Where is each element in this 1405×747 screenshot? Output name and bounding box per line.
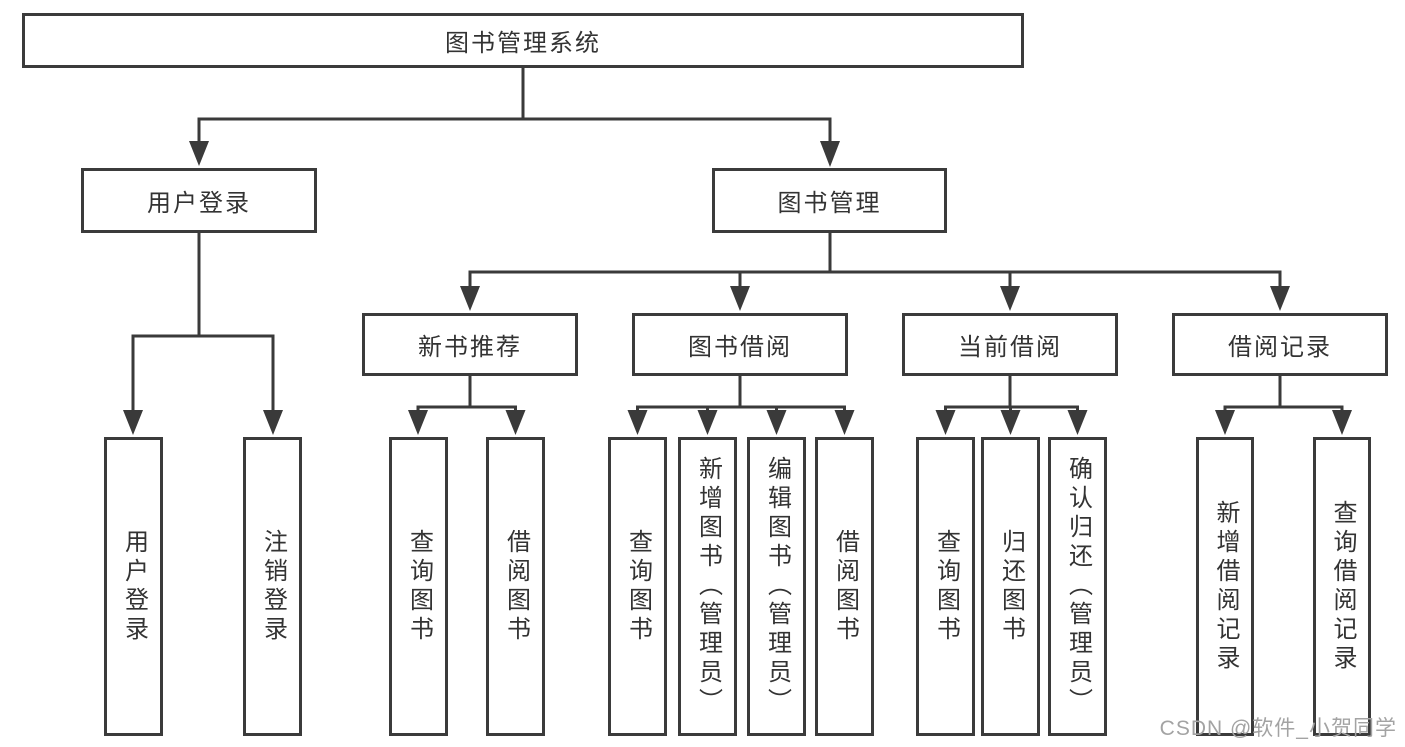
leaf-label: 注销登录: [259, 528, 287, 645]
leaf-label: 借阅图书: [831, 528, 859, 645]
leaf-label: 查询借阅记录: [1329, 499, 1356, 674]
leaf-query-book-recommend: 查询图书: [389, 437, 448, 736]
connector-book-borrow-children: [636, 376, 846, 413]
leaf-edit-book-admin: 编辑图书（管理员）: [747, 437, 806, 736]
connector-book-mgmt-children: [468, 233, 1282, 289]
leaf-label: 查询图书: [405, 528, 433, 645]
leaf-label: 确认归还（管理员）: [1064, 456, 1092, 717]
node-user-login: 用户登录: [81, 168, 317, 233]
leaf-borrow-book: 借阅图书: [815, 437, 874, 736]
connector-new-book-children: [416, 376, 517, 413]
connector-root-to-level2: [197, 68, 832, 146]
leaf-borrow-book-recommend: 借阅图书: [486, 437, 545, 736]
node-new-book-recommend: 新书推荐: [362, 313, 578, 376]
leaf-label: 编辑图书（管理员）: [763, 456, 791, 717]
leaf-logout: 注销登录: [243, 437, 302, 736]
leaf-label: 归还图书: [997, 528, 1025, 645]
leaf-label: 查询图书: [624, 528, 652, 645]
leaf-confirm-return-admin: 确认归还（管理员）: [1048, 437, 1107, 736]
csdn-watermark: CSDN @软件_小贺同学: [1159, 717, 1397, 740]
leaf-add-book-admin: 新增图书（管理员）: [678, 437, 737, 736]
leaf-return-book: 归还图书: [981, 437, 1040, 736]
leaf-query-borrow-record: 查询借阅记录: [1313, 437, 1371, 736]
node-current-borrow: 当前借阅: [902, 313, 1118, 376]
leaf-label: 用户登录: [120, 528, 148, 645]
leaf-query-book-borrow: 查询图书: [608, 437, 667, 736]
connector-borrow-record-children: [1223, 376, 1344, 413]
connector-user-login-children: [131, 233, 275, 413]
leaf-label: 新增借阅记录: [1212, 499, 1239, 674]
node-borrow-record: 借阅记录: [1172, 313, 1388, 376]
node-root: 图书管理系统: [22, 13, 1024, 68]
leaf-query-book-current: 查询图书: [916, 437, 975, 736]
node-book-borrow: 图书借阅: [632, 313, 848, 376]
leaf-add-borrow-record: 新增借阅记录: [1196, 437, 1254, 736]
node-book-management: 图书管理: [712, 168, 947, 233]
leaf-user-login: 用户登录: [104, 437, 163, 736]
leaf-label: 借阅图书: [502, 528, 530, 645]
leaf-label: 新增图书（管理员）: [694, 456, 722, 717]
leaf-label: 查询图书: [932, 528, 960, 645]
arrowheads: [123, 141, 1352, 435]
connector-current-borrow-children: [944, 376, 1079, 413]
